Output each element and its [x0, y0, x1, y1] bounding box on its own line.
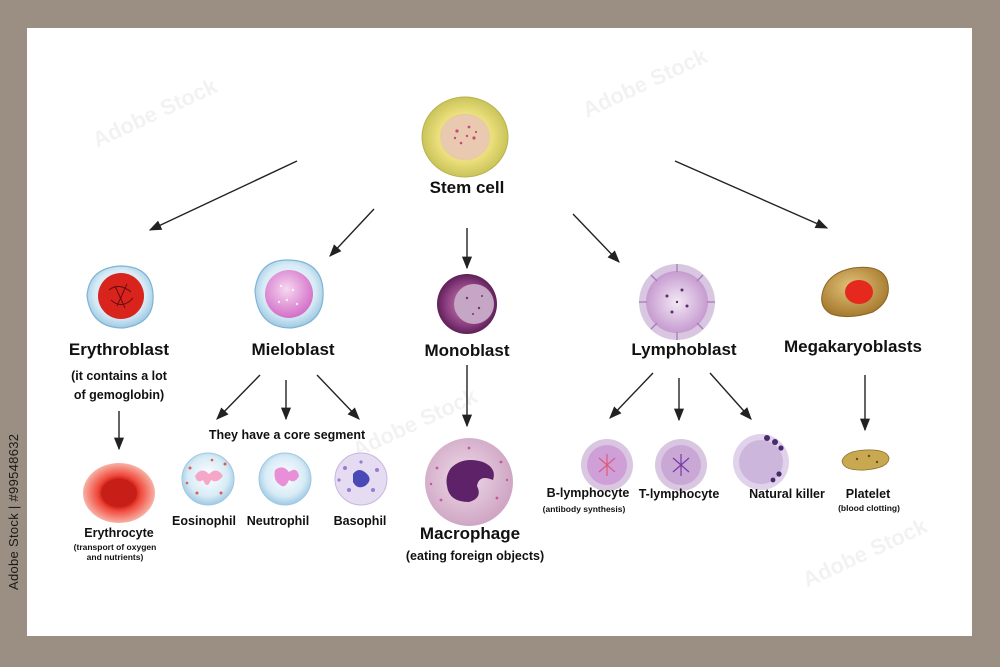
erythrocyte-note: (transport of oxygen and nutrients): [74, 542, 157, 562]
watermark: Adobe Stock: [89, 73, 222, 153]
neutrophil-label: Neutrophil: [246, 514, 310, 528]
erythroblast-label: Erythroblast: [68, 340, 170, 359]
erythroblast-note: (it contains a lot of gemoglobin): [71, 367, 167, 405]
arrow-lymphoblast-to-b-lymphocyte: [609, 372, 654, 419]
natural-killer-label: Natural killer: [749, 487, 825, 501]
arrow-stem-to-lymphoblast: [572, 213, 620, 263]
hematopoiesis-diagram: Adobe Stock Adobe Stock Adobe Stock Adob…: [83, 43, 932, 593]
basophil-label: Basophil: [333, 514, 387, 528]
mieloblast-subtitle: They have a core segment: [208, 428, 366, 442]
monoblast-icon: [437, 274, 497, 334]
watermark: Adobe Stock: [799, 513, 932, 593]
platelet-label: Platelet: [845, 487, 891, 501]
arrow-mieloblast-to-eosinophil: [216, 374, 261, 420]
mieloblast-icon: [254, 259, 324, 329]
t-lymphocyte-icon: [655, 439, 707, 491]
arrow-mieloblast-to-basophil: [316, 374, 360, 420]
stem-cell-label: Stem cell: [429, 178, 505, 197]
b-lymphocyte-label: B-lymphocyte: [546, 486, 630, 500]
side-credit: Adobe Stock | #99548632: [6, 433, 21, 590]
monoblast-label: Monoblast: [424, 341, 510, 360]
platelet-note: (blood clotting): [838, 503, 900, 513]
megakaryoblast-icon: [821, 266, 889, 318]
watermark: Adobe Stock: [579, 43, 712, 123]
eosinophil-icon: [181, 452, 235, 506]
neutrophil-icon: [258, 452, 312, 506]
b-lymphocyte-icon: [581, 439, 633, 491]
mieloblast-label: Mieloblast: [251, 340, 335, 359]
b-lymphocyte-note: (antibody synthesis): [542, 504, 626, 514]
erythroblast-note-line: of gemoglobin): [73, 388, 165, 402]
erythroblast-note-line: (it contains a lot: [71, 369, 167, 383]
megakaryoblasts-label: Megakaryoblasts: [784, 337, 922, 356]
platelet-icon: [841, 449, 890, 471]
erythrocyte-icon: [83, 463, 155, 523]
macrophage-note: (eating foreign objects): [405, 549, 545, 563]
arrow-lymphoblast-to-natural-killer: [709, 372, 752, 420]
macrophage-label: Macrophage: [419, 524, 521, 543]
macrophage-icon: [425, 438, 513, 526]
erythrocyte-note-line: (transport of oxygen: [73, 542, 157, 552]
erythroblast-icon: [86, 265, 154, 329]
arrow-stem-to-erythroblast: [148, 160, 298, 231]
arrow-stem-to-mieloblast: [329, 208, 375, 257]
erythrocyte-label: Erythrocyte: [84, 526, 154, 540]
eosinophil-label: Eosinophil: [172, 514, 236, 528]
natural-killer-icon: [733, 434, 789, 490]
diagram-panel: Adobe Stock Adobe Stock Adobe Stock Adob…: [27, 28, 972, 636]
erythrocyte-note-line: and nutrients): [86, 552, 144, 562]
lymphoblast-icon: [639, 264, 715, 340]
lymphoblast-label: Lymphoblast: [631, 340, 737, 359]
t-lymphocyte-label: T-lymphocyte: [638, 487, 720, 501]
stem-cell-icon: [421, 96, 509, 178]
arrow-stem-to-megakaryoblast: [674, 160, 829, 229]
basophil-icon: [334, 452, 388, 506]
